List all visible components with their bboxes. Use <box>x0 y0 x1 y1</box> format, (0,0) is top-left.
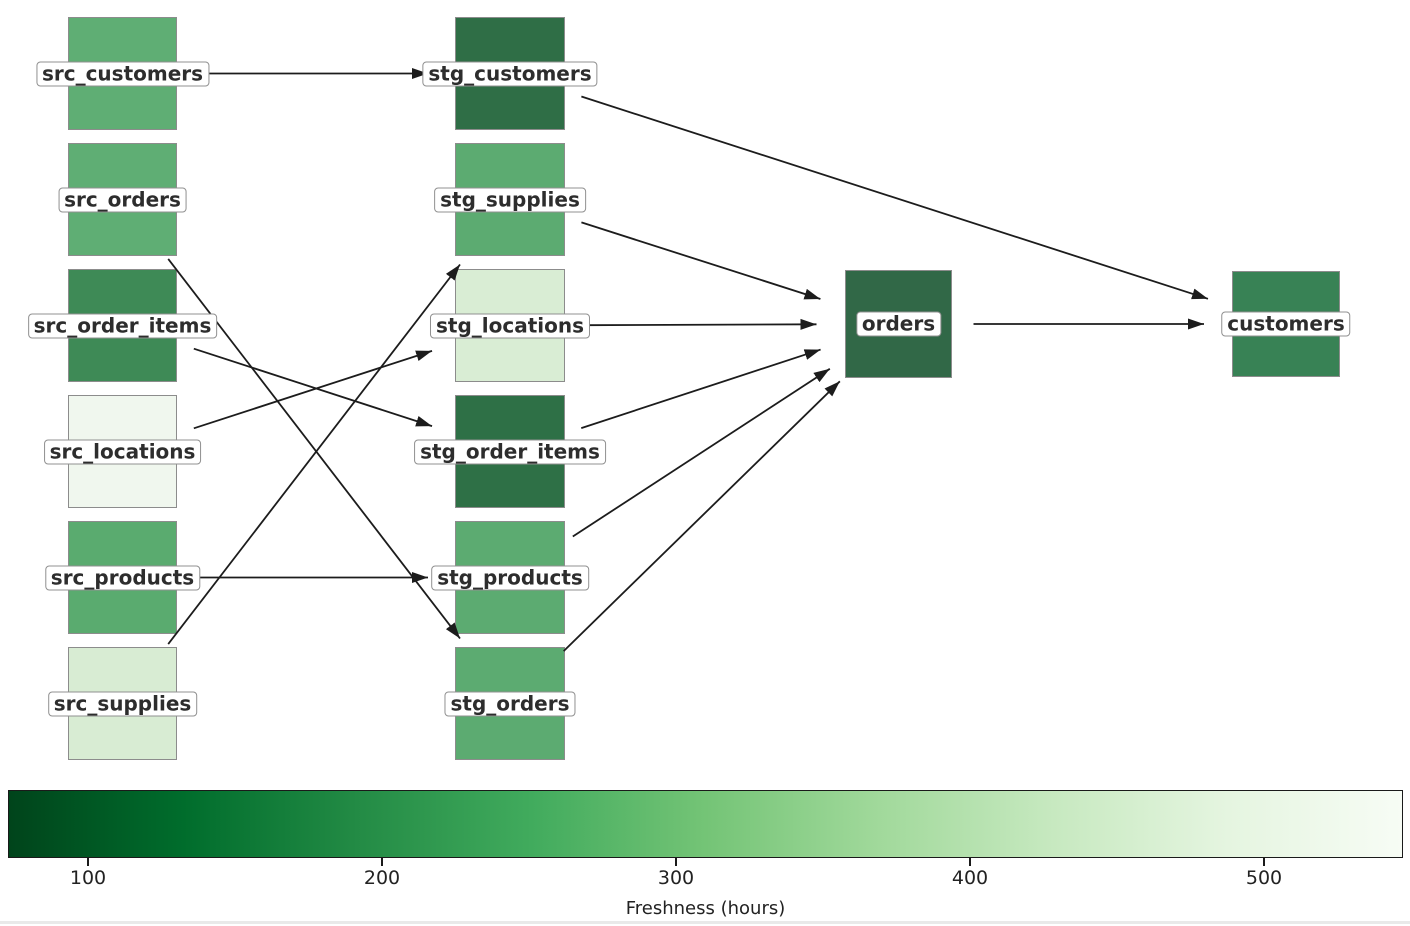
colorbar-tick-200 <box>381 858 383 866</box>
colorbar-tick-500 <box>1263 858 1265 866</box>
edge-stg_products-to-orders <box>572 368 831 538</box>
colorbar-tick-label-200: 200 <box>363 867 401 889</box>
node-label-stg_products: stg_products <box>431 565 589 590</box>
node-label-src_products: src_products <box>44 565 201 590</box>
node-label-orders: orders <box>855 311 942 337</box>
figure-bottom-edge <box>0 921 1410 924</box>
edge-src_order_items-to-stg_order_items <box>193 347 433 427</box>
node-label-src_supplies: src_supplies <box>47 691 198 716</box>
node-label-src_customers: src_customers <box>35 61 210 86</box>
colorbar-tick-100 <box>87 858 89 866</box>
node-label-src_order_items: src_order_items <box>27 313 218 338</box>
node-label-src_orders: src_orders <box>58 187 187 212</box>
edge-stg_locations-to-orders <box>584 318 817 330</box>
node-label-stg_locations: stg_locations <box>429 313 591 338</box>
node-label-stg_supplies: stg_supplies <box>434 187 586 212</box>
colorbar-tick-label-500: 500 <box>1245 867 1283 889</box>
colorbar-tick-label-400: 400 <box>951 867 989 889</box>
colorbar-tick-300 <box>675 858 677 866</box>
node-label-src_locations: src_locations <box>43 439 202 464</box>
colorbar-tick-label-100: 100 <box>69 867 107 889</box>
edge-stg_orders-to-orders <box>563 380 841 652</box>
edge-src_locations-to-stg_locations <box>193 350 433 430</box>
node-label-stg_customers: stg_customers <box>422 61 598 86</box>
colorbar-tick-label-300: 300 <box>657 867 695 889</box>
colorbar-tick-400 <box>969 858 971 866</box>
edge-src_supplies-to-stg_supplies <box>167 263 461 645</box>
node-label-stg_orders: stg_orders <box>444 691 576 716</box>
node-label-stg_order_items: stg_order_items <box>414 439 606 464</box>
edge-stg_customers-to-customers <box>581 95 1209 300</box>
colorbar-gradient <box>8 790 1403 858</box>
colorbar-axis-label: Freshness (hours) <box>625 898 786 919</box>
edge-stg_supplies-to-orders <box>581 221 821 300</box>
node-label-customers: customers <box>1221 311 1351 337</box>
edge-stg_order_items-to-orders <box>580 348 821 429</box>
